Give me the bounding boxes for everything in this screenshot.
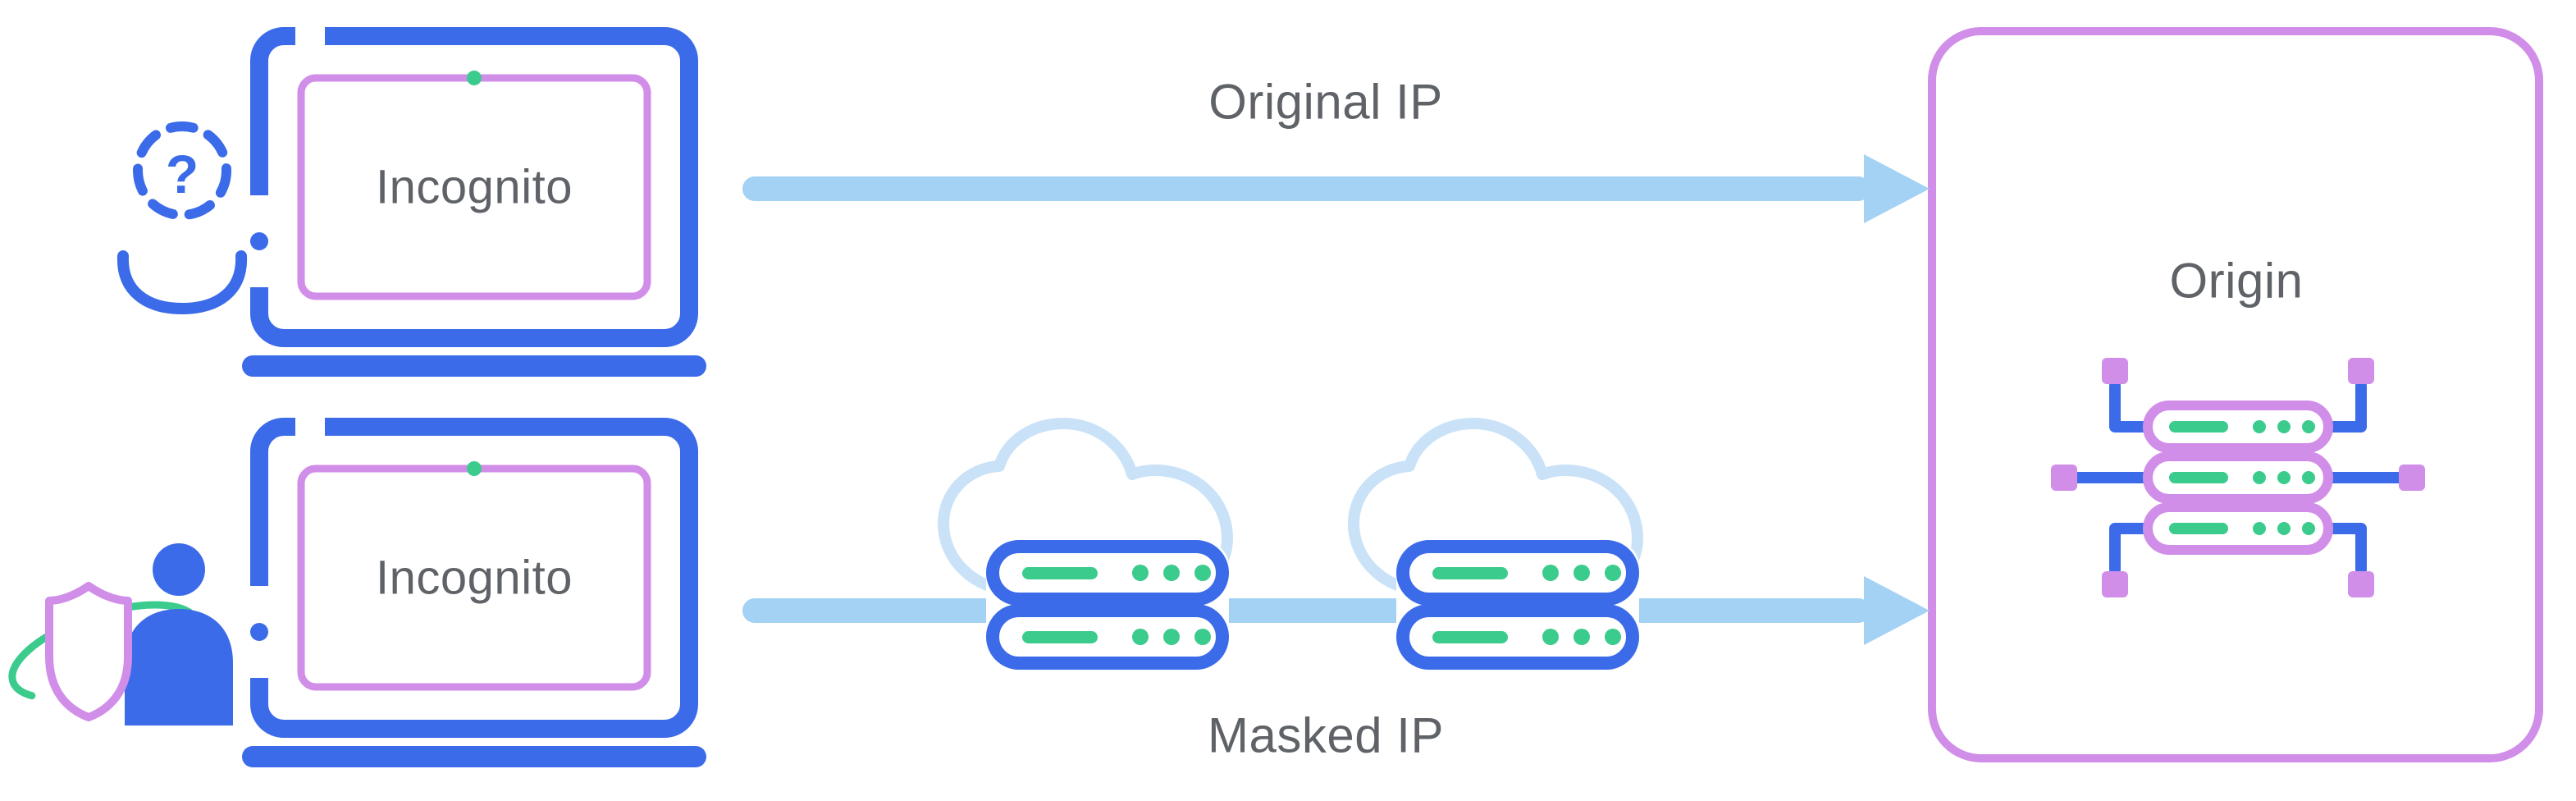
proxy-cloud-icon-2 bbox=[1354, 423, 1639, 681]
question-mark-glyph: ? bbox=[165, 144, 199, 204]
proxy-cloud-icon-1 bbox=[943, 423, 1229, 681]
shoulders-arc bbox=[116, 250, 248, 315]
hub-node-squares bbox=[2051, 358, 2425, 597]
user-head bbox=[153, 543, 205, 596]
user-body bbox=[125, 609, 233, 725]
origin-server-bar bbox=[2148, 507, 2328, 550]
masked-ip-arrow bbox=[742, 576, 1930, 645]
origin-label: Origin bbox=[2169, 253, 2304, 309]
incognito-label-top: Incognito bbox=[376, 160, 573, 214]
hub-connector-lines bbox=[2071, 380, 2405, 575]
origin-server-bar bbox=[2148, 405, 2328, 448]
original-ip-arrow bbox=[742, 154, 1930, 223]
original-ip-label: Original IP bbox=[1208, 74, 1443, 130]
shield-icon bbox=[45, 582, 132, 721]
origin-box bbox=[1928, 27, 2543, 762]
dashed-head-circle bbox=[133, 121, 231, 220]
anonymous-user-icon bbox=[116, 121, 248, 315]
arrow-shaft bbox=[742, 598, 1870, 623]
origin-server-bar bbox=[2148, 456, 2328, 499]
masked-ip-label: Masked IP bbox=[1208, 707, 1444, 763]
incognito-label-bottom: Incognito bbox=[376, 551, 573, 605]
origin-server-icon bbox=[2051, 358, 2425, 597]
arrow-head bbox=[1864, 154, 1930, 223]
protected-user-icon bbox=[8, 543, 233, 725]
arrow-shaft bbox=[742, 176, 1870, 201]
arrow-head bbox=[1864, 576, 1930, 645]
